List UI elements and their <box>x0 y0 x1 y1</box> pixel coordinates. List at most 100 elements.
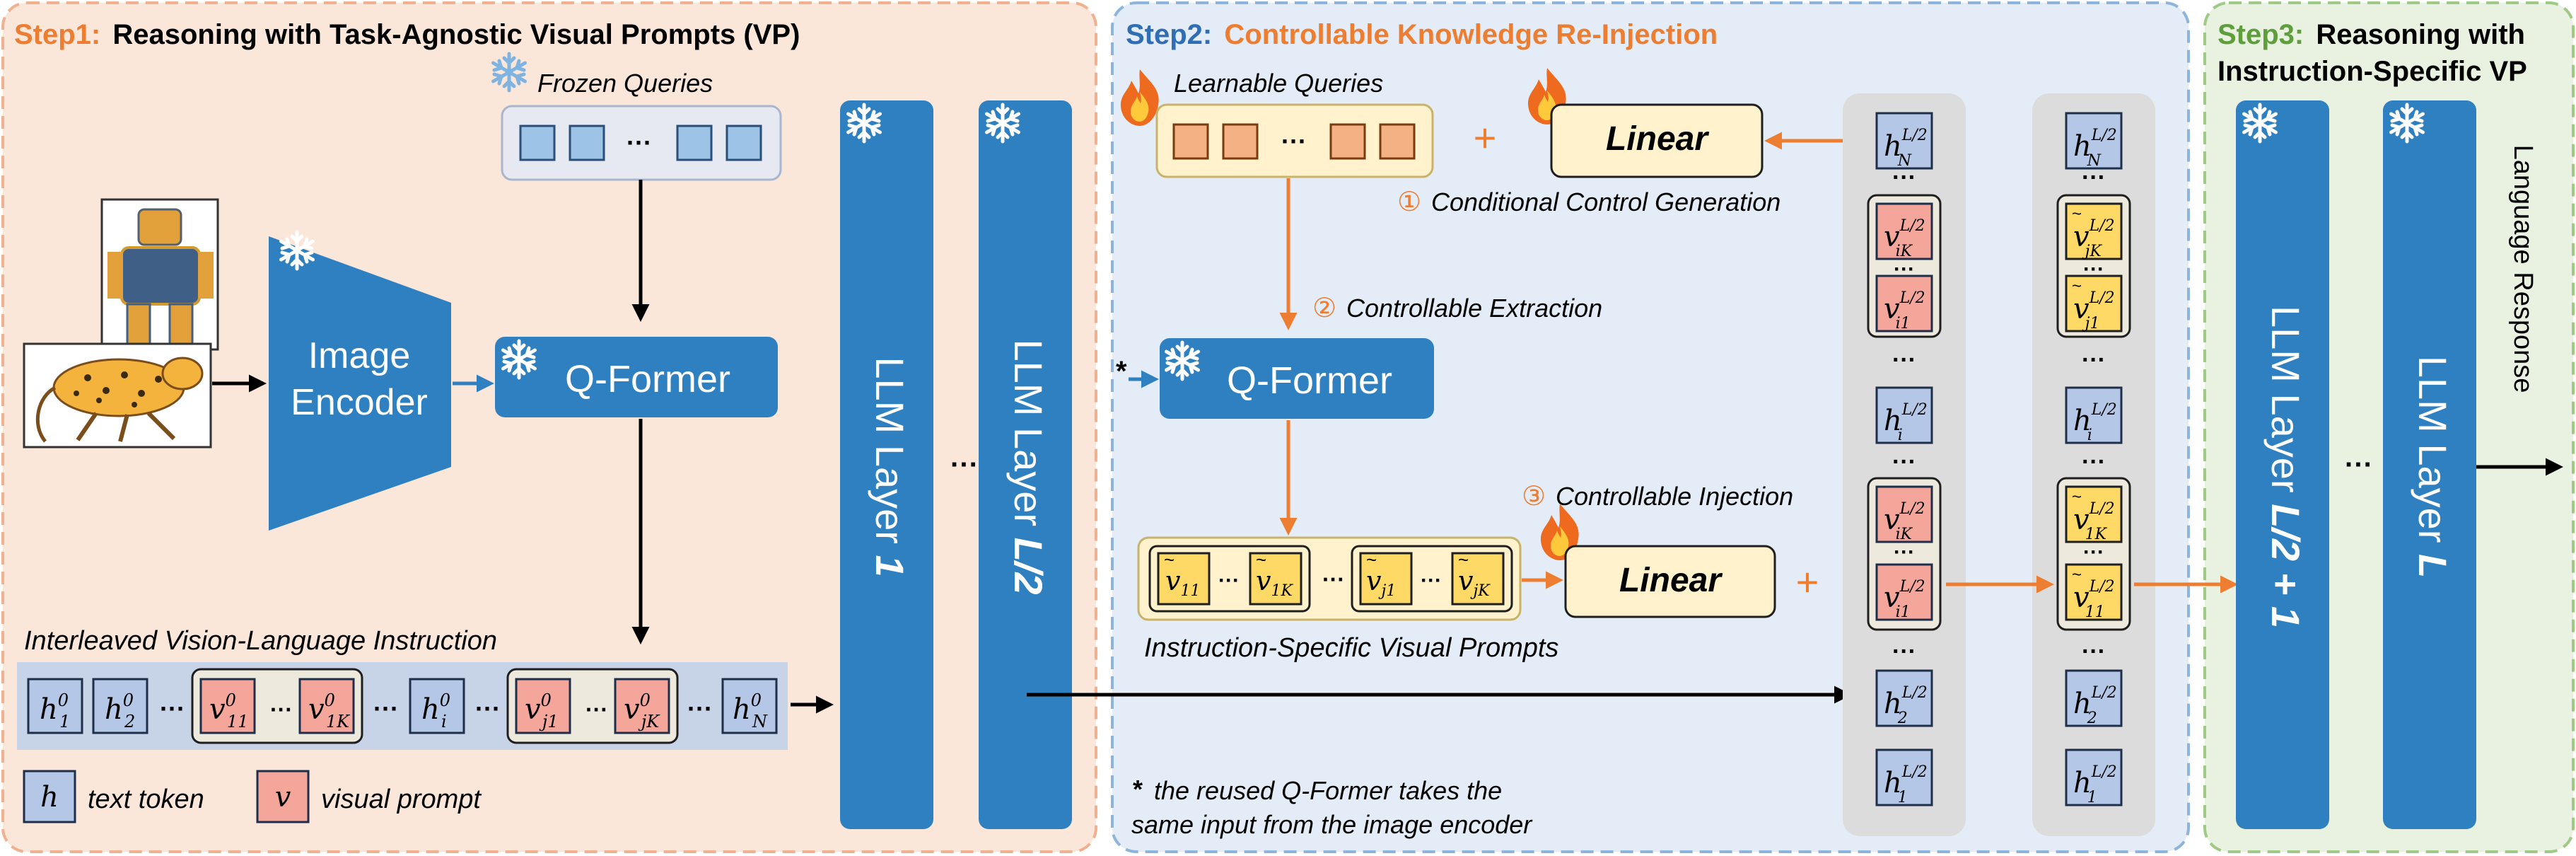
svg-text:vL/2iK: vL/2iK <box>1884 500 1925 543</box>
tilde: ~ <box>1164 549 1175 570</box>
qformer-step2-label: Q-Former <box>1227 359 1392 402</box>
ins-visual-token-label: v11 <box>1165 565 1200 600</box>
linear-top <box>1550 103 1764 178</box>
text-token <box>409 678 465 734</box>
ellipsis: ··· <box>2082 347 2106 374</box>
llm-layer-half <box>979 100 1072 829</box>
step2-prefix: Step2: <box>1126 19 1212 50</box>
svg-text:hL/21: hL/21 <box>1884 763 1928 806</box>
tilde: ~ <box>2072 565 2082 584</box>
text-token <box>27 678 83 734</box>
interleaved-label: Interleaved Vision-Language Instruction <box>24 626 497 656</box>
step-a-label: Conditional Control Generation <box>1431 187 1781 216</box>
qformer-step1 <box>495 337 778 417</box>
tilde: ~ <box>2072 277 2082 296</box>
visual-token <box>1875 485 1933 543</box>
frozen-query-token <box>569 125 605 161</box>
learnable-query-tokens: ··· <box>1172 123 1416 160</box>
learnable-query-token <box>1379 123 1416 160</box>
ins-visual-group <box>1351 545 1513 613</box>
ins-visual-token <box>1157 552 1211 606</box>
learnable-queries-label: Learnable Queries <box>1174 69 1383 98</box>
footnote-line2: same input from the image encoder <box>1131 810 1533 839</box>
legend-h-symbol: h <box>40 781 59 814</box>
llm-layer-1-label: LLM Layer 1 <box>868 357 912 577</box>
visual-token <box>1875 202 1933 260</box>
tilde: ~ <box>1366 549 1377 570</box>
text-token <box>2065 386 2123 444</box>
svg-text:hL/22: hL/22 <box>1884 684 1928 727</box>
step-a-number: ① <box>1397 187 1421 217</box>
ins-visual-token <box>1359 552 1413 606</box>
svg-text:vL/211: vL/211 <box>2073 578 2115 621</box>
svg-text:hL/21: hL/21 <box>2073 763 2117 806</box>
linear-top-label: Linear <box>1606 120 1709 158</box>
visual-token <box>1875 274 1933 332</box>
linear-bottom <box>1564 545 1776 618</box>
learnable-query-token <box>1329 123 1366 160</box>
ellipsis: ··· <box>1892 164 1916 191</box>
ins-visual-token-label: v1K <box>1256 565 1293 600</box>
visual-token <box>515 678 571 734</box>
text-token <box>721 678 778 734</box>
language-response-label: Language Response <box>2508 145 2538 393</box>
ellipsis: ··· <box>950 449 979 480</box>
plus-sign: + <box>1796 560 1819 604</box>
step3-prefix: Step3: <box>2217 19 2304 50</box>
text-token <box>1875 669 1933 727</box>
step1-panel <box>1 1 1097 853</box>
text-token <box>92 678 148 734</box>
step3-header-line1: Step3: Reasoning with <box>2217 19 2525 50</box>
image-encoder-line2: Encoder <box>291 382 428 423</box>
ins-visual-token <box>2065 563 2123 621</box>
ellipsis: ··· <box>475 694 501 723</box>
svg-text:hL/2N: hL/2N <box>2073 127 2117 170</box>
image-encoder-line1: Image <box>308 335 411 376</box>
tilde: ~ <box>2072 487 2082 507</box>
ellipsis: ··· <box>373 694 399 723</box>
ellipsis: ··· <box>2082 638 2106 665</box>
ellipsis: ··· <box>270 697 293 722</box>
tilde: ~ <box>1458 549 1469 570</box>
svg-text:hL/2N: hL/2N <box>1884 127 1928 170</box>
ins-visual-token <box>1249 552 1302 606</box>
learnable-query-token <box>1172 123 1209 160</box>
linear-bottom-label: Linear <box>1619 562 1723 599</box>
ins-visual-group <box>1148 545 1311 613</box>
text-token <box>2065 669 2123 727</box>
svg-text:hL/22: hL/22 <box>2073 684 2117 727</box>
ellipsis: ··· <box>1281 127 1307 156</box>
tilde: ~ <box>1256 549 1266 570</box>
step2-header: Step2: Controllable Knowledge Re-Injecti… <box>1126 19 1718 50</box>
cheetah-image <box>23 342 212 449</box>
ins-visual-token-label: vjK <box>1458 565 1491 600</box>
frozen-queries-label: Frozen Queries <box>537 69 713 98</box>
frozen-query-token <box>519 125 556 161</box>
svg-text:vL/21K: vL/21K <box>2073 500 2115 543</box>
step1-title: Reasoning with Task-Agnostic Visual Prom… <box>112 19 800 50</box>
text-token <box>1875 112 1933 170</box>
instruction-prompts-box <box>1137 536 1522 621</box>
legend-v-symbol: v <box>275 781 291 814</box>
visual-token <box>199 678 256 734</box>
instruction-prompt-tokens: v11 ~ ··· v1K ~ ··· vj1 ~ ··· vjK ~ <box>1148 545 1513 613</box>
llm-layer-L-label: LLM Layer L <box>2411 356 2455 578</box>
legend-visual-prompt-swatch <box>256 770 310 823</box>
plus-sign: + <box>1474 115 1497 160</box>
ellipsis: ··· <box>1892 638 1916 665</box>
svg-text:hL/2i: hL/2i <box>1884 401 1928 444</box>
qformer-step2 <box>1160 338 1434 419</box>
step3-title-line2: Instruction-Specific VP <box>2217 56 2527 87</box>
learnable-query-token <box>1222 123 1259 160</box>
step3-title-line1: Reasoning with <box>2316 19 2525 50</box>
frozen-query-token <box>725 125 762 161</box>
llm-layer-half-plus-1-label: LLM Layer L/2 + 1 <box>2263 306 2308 628</box>
text-token <box>1875 386 1933 444</box>
svg-text:vL/2i1: vL/2i1 <box>1884 289 1925 332</box>
